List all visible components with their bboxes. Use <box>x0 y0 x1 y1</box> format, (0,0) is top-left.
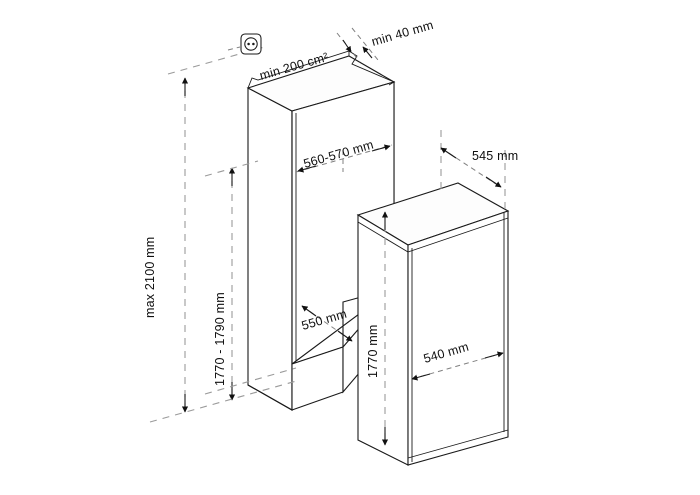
socket-inner-circle <box>244 37 258 51</box>
label-niche-height-range: 1770 - 1790 mm <box>213 292 227 386</box>
ceiling-line-upper <box>167 45 269 75</box>
label-appliance-depth: 545 mm <box>472 149 518 163</box>
appliance-door-top-reveal-left <box>357 221 409 253</box>
label-top-gap: min 40 mm <box>370 18 435 49</box>
label-appliance-height: 1770 mm <box>366 324 380 378</box>
dim-appliance-width <box>411 351 504 381</box>
dim-top-gap-arrow-b <box>362 46 373 59</box>
socket-leader-line <box>227 46 241 51</box>
dim-appliance-width-arrow-right <box>484 351 504 359</box>
niche-vent-notch-right <box>348 50 395 83</box>
dim-appliance-width-arrow-left <box>411 373 431 381</box>
niche-bottom-ref-line <box>204 367 297 395</box>
label-max-height: max 2100 mm <box>143 237 157 318</box>
niche-vent-notch-left <box>247 50 350 89</box>
floor-reference-lines <box>149 45 301 423</box>
dim-niche-width-arrow-left <box>297 165 317 173</box>
niche-bottom-edge <box>247 384 293 411</box>
niche-post-top-edge <box>388 81 395 86</box>
dim-appliance-width-guide <box>411 352 504 380</box>
appliance-door-bottom-reveal <box>407 429 509 459</box>
appliance-front-face <box>407 210 509 466</box>
socket-pin-right <box>252 42 255 46</box>
dim-appliance-depth-arrow-upper <box>440 147 457 159</box>
dim-appliance-depth-arrow-lower <box>485 176 502 188</box>
dim-top-gap-arrow-a <box>342 39 352 53</box>
appliance-door-top-reveal <box>407 217 509 253</box>
dim-niche-width-arrow-right <box>371 144 391 152</box>
dim-niche-depth-arrow-lower <box>337 330 353 342</box>
power-socket-icon <box>227 33 262 55</box>
dim-appliance-depth <box>440 130 506 215</box>
dim-niche-depth-arrow-upper <box>301 305 317 317</box>
dim-top-gap-guide-right <box>351 27 379 61</box>
dim-niche-width <box>295 144 393 173</box>
socket-pin-left <box>247 42 250 46</box>
niche-top-ref-line <box>204 160 259 177</box>
appliance-body <box>356 182 510 466</box>
niche-left-outer-face <box>247 87 293 411</box>
dim-top-gap <box>336 27 379 63</box>
dim-niche-depth <box>301 305 353 342</box>
